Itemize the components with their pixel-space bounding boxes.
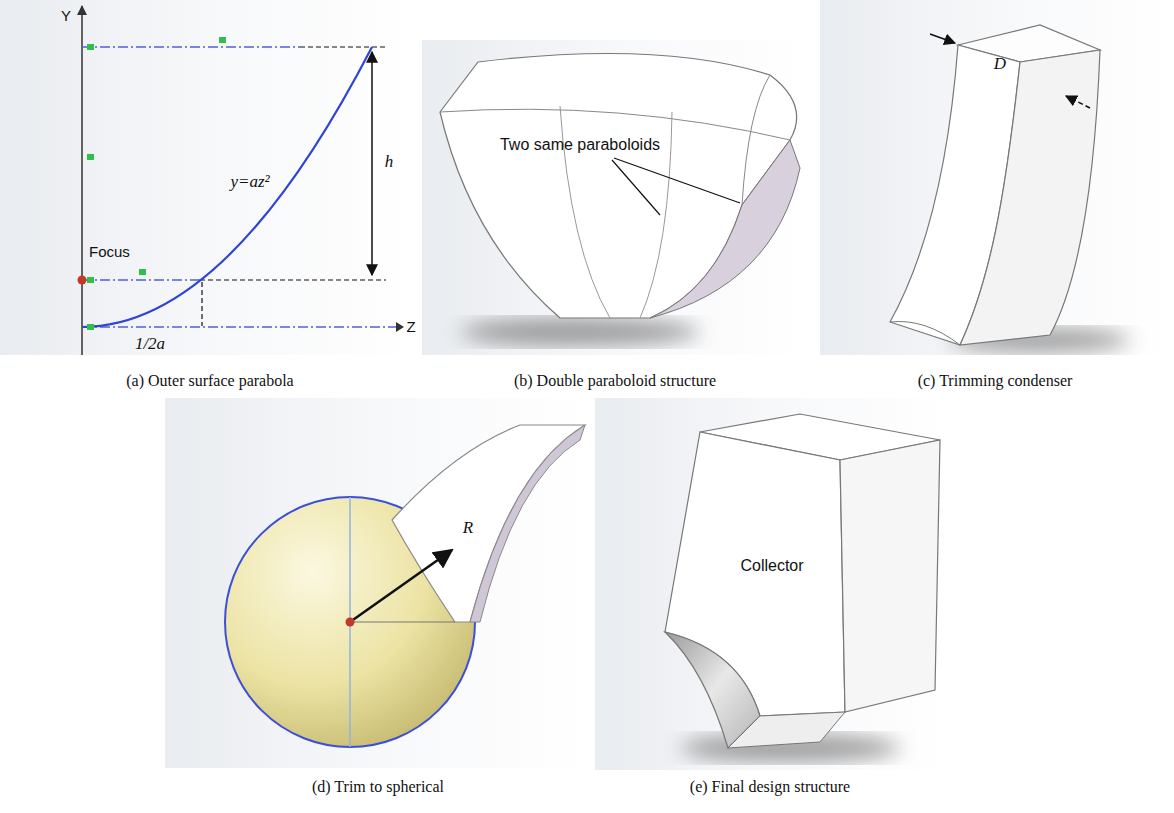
- double-paraboloid: [440, 54, 800, 346]
- construction-line: [82, 279, 200, 281]
- focus-point: [78, 276, 87, 285]
- sketch-marker: [87, 154, 94, 160]
- leader-line: [612, 160, 660, 215]
- sketch-marker: [139, 269, 146, 275]
- condenser-piece: [392, 425, 585, 622]
- right-face: [960, 50, 1100, 345]
- edge-line: [742, 75, 770, 205]
- trimmed-condenser: [890, 25, 1130, 352]
- sketch-marker: [87, 324, 94, 330]
- panel-ground: [165, 398, 590, 768]
- right-face: [840, 440, 940, 712]
- sphere-trim: [225, 425, 585, 747]
- edge-line: [890, 321, 960, 345]
- radius-arrow: [350, 550, 452, 622]
- figure-label: Two same paraboloids: [500, 136, 660, 154]
- panel-ground: [422, 40, 808, 355]
- edge-line: [440, 109, 790, 140]
- sketch-marker: [87, 277, 94, 283]
- dimension-line: [300, 46, 386, 47]
- panel-caption: (b) Double paraboloid structure: [514, 372, 716, 390]
- z-axis: [82, 326, 400, 328]
- height-arrow: [371, 52, 373, 275]
- collector-model: [665, 414, 940, 762]
- parabola-sketch: [78, 6, 405, 355]
- figure-label: Y: [61, 8, 71, 25]
- panel-caption: (c) Trimming condenser: [918, 372, 1073, 390]
- figure-label: h: [385, 153, 394, 172]
- panel-ground: [820, 0, 1174, 355]
- figure-label: y=az²: [230, 173, 269, 192]
- dimension-line: [200, 279, 386, 280]
- y-axis: [81, 6, 83, 355]
- figure-label: R: [463, 519, 473, 538]
- panel-ground: [0, 0, 418, 355]
- paraboloid-side: [650, 140, 800, 318]
- panel-ground: [595, 398, 950, 770]
- figure-label: Z: [406, 319, 415, 336]
- sketch-marker: [219, 37, 226, 43]
- figure-label: D: [994, 55, 1006, 74]
- panel-caption: (d) Trim to spherical: [312, 778, 444, 796]
- condenser-side: [470, 425, 585, 622]
- focus-point: [346, 618, 355, 627]
- shadow: [460, 318, 700, 346]
- figure-label: Collector: [740, 557, 803, 575]
- left-face: [665, 432, 845, 716]
- dimension-arrow: [930, 34, 955, 43]
- paraboloid-body: [440, 54, 797, 318]
- dimension-arrow: [1066, 96, 1090, 108]
- construction-line: [82, 46, 300, 48]
- axis-arrowhead: [396, 322, 404, 332]
- dimension-line: [201, 282, 202, 326]
- leader-line: [614, 158, 740, 203]
- radius-base: [350, 621, 455, 622]
- figure-label: Focus: [89, 244, 130, 261]
- bottom-face: [728, 712, 845, 748]
- panel-caption: (e) Final design structure: [690, 778, 850, 796]
- parabola-curve: [82, 47, 372, 327]
- figure-label: 1/2a: [135, 335, 165, 354]
- panel-caption: (a) Outer surface parabola: [126, 372, 293, 390]
- sketch-marker: [87, 44, 94, 50]
